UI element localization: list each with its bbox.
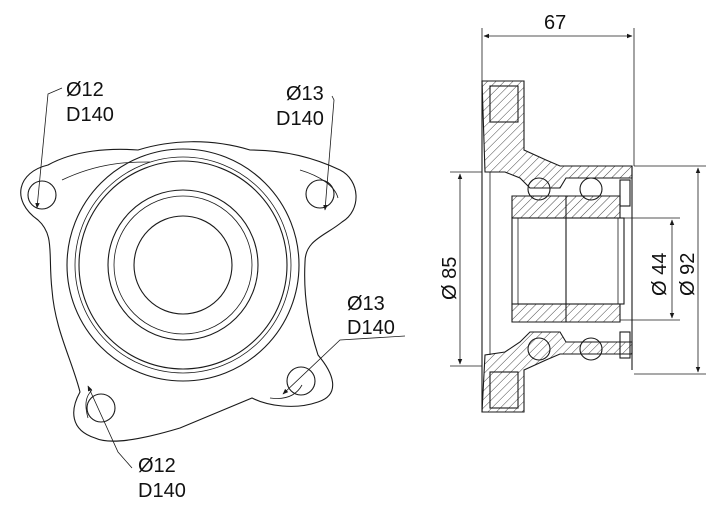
leader-top-left [35, 87, 63, 209]
front-view: Ø12 D140 Ø13 D140 Ø13 D140 Ø12 D140 [20, 79, 406, 502]
hole-top-right-pcd: D140 [276, 108, 324, 130]
seal-circle [107, 189, 259, 341]
ball-upper-right [579, 177, 603, 201]
ball-lower-right [579, 337, 603, 361]
hole-bottom-right-pcd: D140 [347, 317, 395, 339]
pilot-circle-2 [74, 156, 292, 374]
dim-width-label: 67 [544, 12, 566, 34]
dim-92-label: Ø 92 [677, 253, 699, 296]
bore-circle [133, 215, 233, 315]
seal-right-upper [619, 179, 631, 207]
bore-section [511, 217, 625, 305]
upper-flange-hole [489, 85, 519, 123]
flange-inner-contour [61, 161, 339, 419]
leader-top-right [323, 95, 335, 211]
ball-lower-left [527, 337, 551, 361]
hole-top-left-pcd: D140 [66, 104, 114, 126]
hole-bottom-left-pcd: D140 [138, 480, 186, 502]
pilot-circle-3 [78, 160, 288, 370]
hole-bottom-left-diameter: Ø12 [138, 455, 176, 477]
seal-right-lower [619, 331, 631, 359]
dim-85-label: Ø 85 [439, 257, 461, 300]
lower-flange-hole [489, 371, 519, 409]
flange-outline [20, 141, 357, 442]
hole-top-right-diameter: Ø13 [286, 83, 324, 105]
leader-bottom-right [282, 335, 406, 395]
seal-inner-circle [113, 195, 253, 335]
upper-flange-section [481, 80, 633, 189]
leader-bottom-left [87, 385, 133, 469]
hole-bottom-right [286, 366, 316, 396]
dim-44-label: Ø 44 [649, 253, 671, 296]
hole-bottom-left [86, 393, 116, 423]
hole-top-left-diameter: Ø12 [66, 79, 104, 101]
pilot-outer-circle [66, 148, 300, 382]
ball-upper-left [527, 177, 551, 201]
hole-top-right [305, 179, 335, 209]
section-view: 67 Ø 85 Ø 44 Ø 92 [439, 12, 706, 413]
hole-top-left [27, 180, 57, 210]
hole-bottom-right-diameter: Ø13 [347, 293, 385, 315]
